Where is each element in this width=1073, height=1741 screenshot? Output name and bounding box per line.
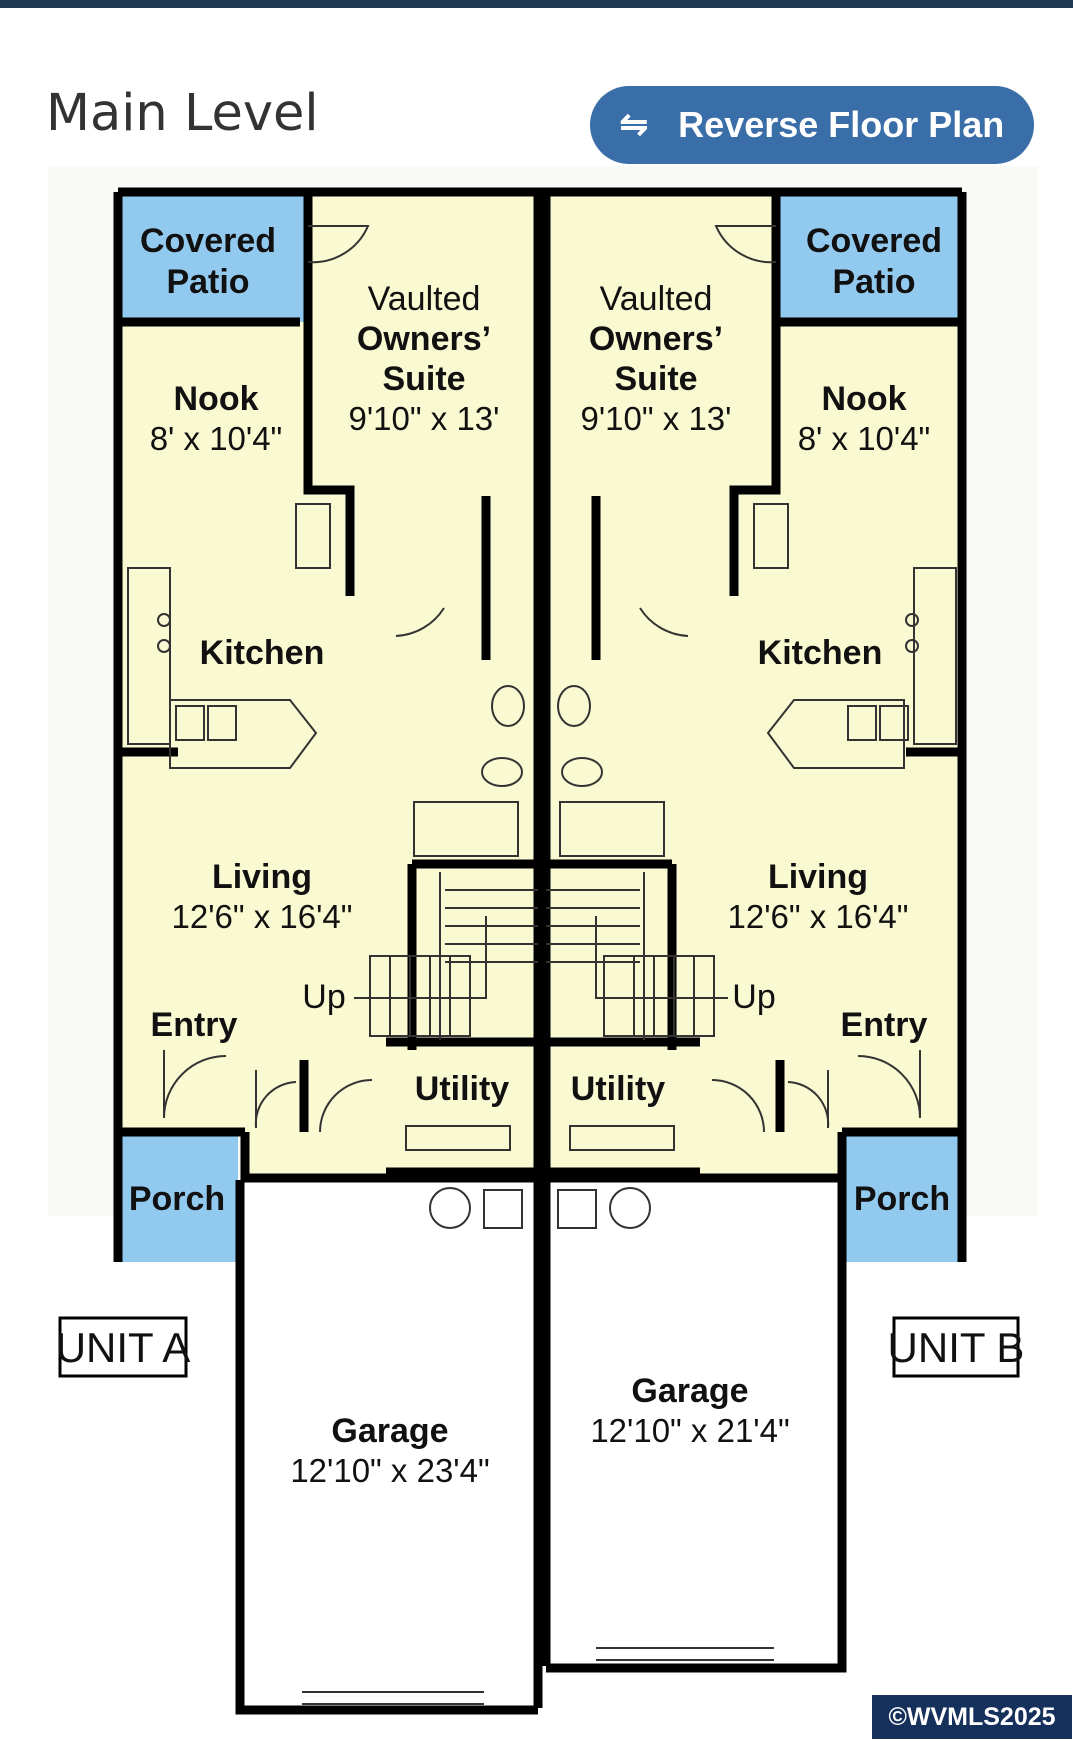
porch-a-label: Porch: [129, 1180, 225, 1218]
garage-a-label: Garage: [331, 1412, 448, 1450]
nook-b-label: Nook: [822, 380, 907, 418]
nook-a-label: Nook: [174, 380, 259, 418]
garage-a-dimensions: 12'10" x 23'4": [290, 1452, 489, 1489]
unit-a-label: UNIT A: [56, 1324, 191, 1371]
garage-b-label: Garage: [631, 1372, 748, 1410]
utility-a-label: Utility: [415, 1070, 510, 1108]
fixtures: [127, 225, 957, 1705]
nook-b-dimensions: 8' x 10'4": [798, 420, 931, 457]
garage-a: [242, 1180, 538, 1708]
living-b-dimensions: 12'6" x 16'4": [728, 898, 909, 935]
porch-a: [118, 1132, 238, 1262]
suite-a-dimensions: 9'10" x 13': [349, 400, 500, 437]
entry-a-label: Entry: [151, 1006, 238, 1044]
covered-patio-b: [778, 194, 962, 322]
suite-a-label-1: Vaulted: [368, 280, 481, 318]
walls: [113, 187, 967, 1715]
living-b-label: Living: [768, 858, 868, 896]
porch-b-label: Porch: [854, 1180, 950, 1218]
reverse-floor-plan-button[interactable]: ⇋ Reverse Floor Plan: [590, 86, 1034, 164]
labels-unit-a: Covered Patio Vaulted Owners’ Suite 9'10…: [56, 222, 510, 1489]
suite-b-label-2: Owners’: [589, 320, 723, 358]
utility-b-label: Utility: [571, 1070, 666, 1108]
unit-a-floor: [118, 196, 538, 1175]
covered-patio-b-label-1: Covered: [806, 222, 942, 260]
copyright-badge: ©WVMLS2025: [872, 1695, 1072, 1739]
kitchen-a-label: Kitchen: [200, 634, 325, 672]
suite-b-label-1: Vaulted: [600, 280, 713, 318]
living-a-dimensions: 12'6" x 16'4": [172, 898, 353, 935]
suite-a-label-2: Owners’: [357, 320, 491, 358]
covered-patio-a-label-2: Patio: [166, 263, 249, 301]
garage-b-dimensions: 12'10" x 21'4": [590, 1412, 789, 1449]
nook-a-dimensions: 8' x 10'4": [150, 420, 283, 457]
suite-b-dimensions: 9'10" x 13': [581, 400, 732, 437]
entry-b-label: Entry: [841, 1006, 928, 1044]
covered-patio-a: [118, 194, 304, 322]
covered-patio-a-label-1: Covered: [140, 222, 276, 260]
kitchen-b-label: Kitchen: [758, 634, 883, 672]
labels-unit-b: Covered Patio Vaulted Owners’ Suite 9'10…: [571, 222, 1025, 1449]
unit-a-badge: [58, 1316, 188, 1378]
stairs-b-up-label: Up: [732, 978, 775, 1016]
unit-b-label: UNIT B: [888, 1324, 1025, 1371]
reverse-floor-plan-label: Reverse Floor Plan: [678, 104, 1005, 145]
covered-patio-b-label-2: Patio: [832, 263, 915, 301]
suite-b-label-3: Suite: [614, 360, 697, 398]
top-bar: [0, 0, 1073, 8]
suite-a-label-3: Suite: [382, 360, 465, 398]
page-title: Main Level: [46, 84, 319, 143]
living-a-label: Living: [212, 858, 312, 896]
unit-b-badge: [892, 1316, 1020, 1378]
swap-arrows-icon: ⇋: [619, 106, 649, 144]
stairs-a-up-label: Up: [302, 978, 345, 1016]
garage-b: [546, 1180, 840, 1666]
porch-b: [842, 1132, 962, 1262]
unit-b-floor: [546, 196, 962, 1175]
